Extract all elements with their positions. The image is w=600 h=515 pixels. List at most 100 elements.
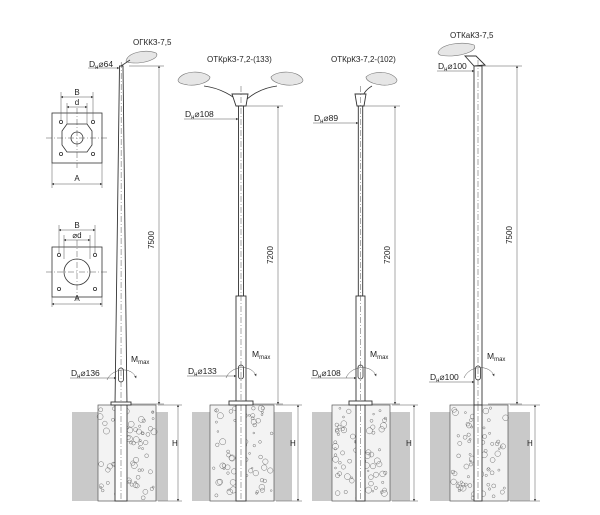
aggregate-stone (369, 419, 374, 423)
aggregate-stone (130, 462, 138, 469)
aggregate-stone (248, 452, 251, 455)
aggregate-stone (98, 407, 103, 412)
aggregate-stone (261, 464, 268, 471)
aggregate-stone (482, 407, 490, 415)
aggregate-stone (129, 482, 134, 487)
aggregate-stone (226, 449, 230, 454)
aggregate-stone (252, 431, 255, 435)
aggregate-stone (332, 443, 339, 450)
aggregate-stone (452, 409, 459, 416)
pole-otkrkz-7-2-102: ОТКрКЗ-7,2-(102) Dн⌀89 Dн⌀108 Mmax 7200 (311, 55, 418, 502)
aggregate-stone (372, 412, 375, 416)
aggregate-stone (494, 450, 501, 457)
aggregate-stone (151, 411, 155, 414)
aggregate-stone (127, 420, 135, 428)
aggregate-stone (484, 473, 488, 477)
aggregate-stone (250, 416, 255, 421)
height-label: 7200 (383, 246, 392, 264)
aggregate-stone (216, 430, 220, 433)
aggregate-stone (333, 447, 337, 451)
service-hatch (118, 367, 124, 383)
lamp-head (365, 72, 398, 86)
aggregate-stone (378, 448, 381, 452)
aggregate-stone (134, 483, 140, 489)
aggregate-stone (98, 483, 104, 489)
aggregate-stone (342, 415, 345, 419)
aggregate-stone (340, 420, 347, 427)
aggregate-stone (262, 458, 269, 465)
aggregate-stone (219, 462, 226, 469)
lamp-head-left (177, 71, 211, 86)
aggregate-stone (462, 435, 468, 440)
aggregate-stone (151, 417, 155, 420)
aggregate-stone (148, 469, 153, 475)
aggregate-stone (346, 408, 352, 414)
aggregate-stone (133, 456, 139, 463)
aggregate-stone (145, 432, 151, 437)
dim-a-label: A (74, 174, 80, 183)
aggregate-stone (259, 487, 265, 493)
aggregate-stone (487, 418, 491, 422)
aggregate-stone (465, 422, 470, 427)
aggregate-stone (491, 483, 496, 489)
bolt-hole (91, 120, 96, 125)
aggregate-stone (464, 411, 467, 414)
lamp-arm (120, 59, 131, 67)
aggregate-stone (338, 461, 342, 465)
aggregate-stone (137, 468, 142, 473)
aggregate-stone (149, 486, 154, 491)
aggregate-stone (368, 480, 374, 487)
aggregate-stone (250, 413, 256, 418)
moment-arrow (225, 367, 257, 379)
aggregate-stone (498, 447, 501, 450)
aggregate-stone (456, 453, 461, 458)
aggregate-stone (334, 422, 339, 427)
aggregate-stone (267, 467, 274, 474)
aggregate-stone (451, 407, 457, 413)
aggregate-stone (226, 471, 230, 475)
aggregate-stone (483, 449, 488, 453)
lamp-head (125, 50, 158, 64)
aggregate-stone (373, 471, 379, 478)
aggregate-stone (468, 438, 472, 441)
aggregate-stone (349, 478, 355, 484)
pole-title: ОТКрКЗ-7,2-(133) (207, 55, 272, 64)
aggregate-stone (140, 431, 145, 435)
height-label: 7500 (147, 231, 156, 249)
aggregate-stone (490, 442, 495, 446)
aggregate-stone (380, 489, 388, 497)
top-diameter-label: Dн⌀108 (185, 109, 214, 121)
depth-label: H (406, 439, 412, 448)
aggregate-stone (258, 484, 266, 491)
aggregate-stone (248, 414, 251, 417)
moment-arrow (463, 367, 495, 379)
moment-label: Mmax (370, 349, 388, 361)
aggregate-stone (144, 453, 149, 458)
aggregate-stone (215, 420, 218, 424)
aggregate-stone (337, 424, 342, 429)
concrete-aggregate (450, 406, 509, 501)
aggregate-stone (228, 455, 235, 461)
dim-a-label: A (74, 294, 80, 303)
aggregate-stone (217, 478, 223, 485)
aggregate-stone (466, 432, 471, 437)
aggregate-stone (127, 479, 132, 484)
base-diameter-label: Dн⌀108 (312, 368, 341, 380)
aggregate-stone (457, 489, 461, 493)
moment-arrow (106, 369, 137, 381)
aggregate-stone (334, 490, 341, 496)
aggregate-stone (143, 439, 149, 446)
pole-otkrkz-7-2-133: ОТКрКЗ-7,2-(133) Dн⌀108 Dн⌀133 Mmax 7200 (177, 55, 304, 502)
depth-label: H (527, 439, 533, 448)
aggregate-stone (258, 440, 262, 444)
aggregate-stone (260, 413, 264, 416)
aggregate-stone (215, 442, 220, 447)
flange-octagon (61, 123, 93, 153)
aggregate-stone (466, 475, 470, 479)
aggregate-stone (228, 409, 234, 414)
pole-title: ОГККЗ-7,5 (133, 38, 172, 47)
aggregate-stone (373, 457, 381, 465)
aggregate-stone (489, 406, 492, 410)
dim-b-label: B (74, 88, 79, 97)
aggregate-stone (102, 420, 108, 426)
